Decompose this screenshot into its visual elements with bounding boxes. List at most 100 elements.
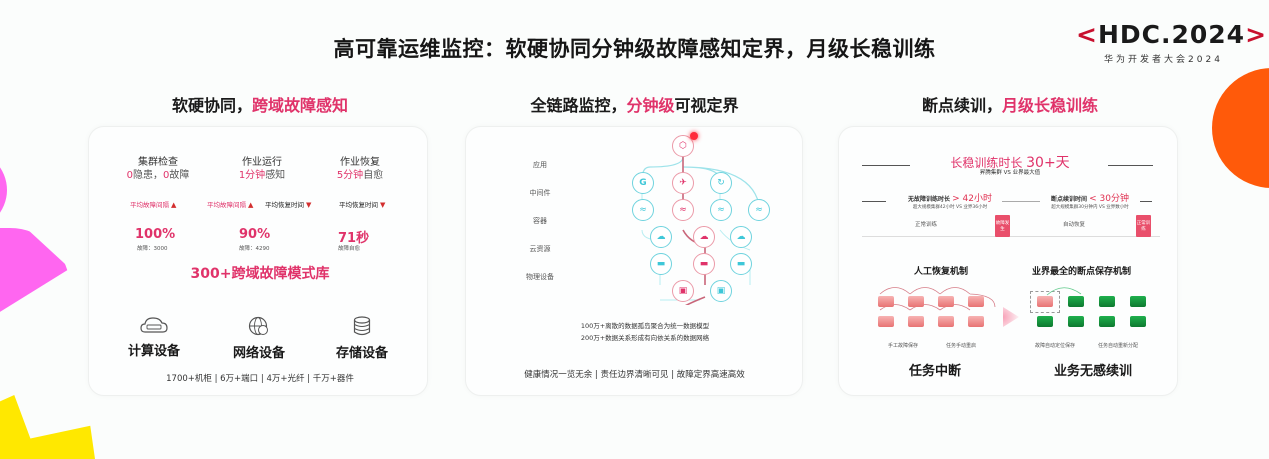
subtag-text: 平均故障间隔 xyxy=(207,201,246,209)
subtag-mtbf: 平均故障间隔▲ xyxy=(207,199,253,209)
alert-dot-icon xyxy=(690,132,698,140)
timeline-line xyxy=(862,201,886,202)
compare-no-fault-duration: 无故障训练时长 > 42小时 超大规模集群42小时 VS 业界36小时 xyxy=(880,191,1020,210)
device-label: 存储设备 xyxy=(335,346,388,361)
metric-value: 5分钟 xyxy=(336,170,364,181)
device-compute: 计算设备 xyxy=(109,316,199,359)
resource-node[interactable]: ▬ xyxy=(730,253,752,275)
phase-badge: 故障发生 xyxy=(995,215,1010,237)
metric-label: 集群检查 xyxy=(138,157,178,168)
section2-title-highlight: 分钟级 xyxy=(626,96,675,115)
fault-pattern-library: 300+跨域故障模式库 xyxy=(190,266,330,282)
metric-value: 1分钟 xyxy=(238,170,266,181)
container-node-faulty[interactable]: ≈ xyxy=(672,199,694,221)
resource-node[interactable]: ▬ xyxy=(650,253,672,275)
checkpoint-arc xyxy=(1046,287,1082,296)
timeline-line xyxy=(1140,201,1152,202)
logo-subtitle: 华为开发者大会2024 xyxy=(1104,55,1223,65)
subtag-mttr: 平均恢复时间▼ xyxy=(339,199,385,209)
metric-value: 0 xyxy=(126,170,133,181)
subtag-mtbf: 平均故障间隔▲ xyxy=(130,199,176,209)
section2-title-prefix: 全链路监控， xyxy=(530,96,627,115)
resource-node-faulty[interactable]: ▬ xyxy=(693,253,715,275)
task-block xyxy=(878,316,894,327)
metric-label: 作业恢复 xyxy=(340,157,380,168)
task-block-healthy xyxy=(1099,296,1115,307)
task-block xyxy=(908,316,924,327)
metric-text: 感知 xyxy=(265,170,286,181)
device-network: 网络设备 xyxy=(214,316,304,361)
cloud-node[interactable]: ☁ xyxy=(650,226,672,248)
device-storage: 存储设备 xyxy=(317,316,407,361)
metric-cluster-check: 集群检查 0隐患，0故障 xyxy=(118,156,198,182)
timeline-line xyxy=(1002,201,1040,202)
subtag-text: 平均故障间隔 xyxy=(130,201,169,209)
section2-title-suffix: 可视定界 xyxy=(674,96,739,115)
task-block xyxy=(908,296,924,307)
section3-card xyxy=(838,126,1178,396)
section3-title-prefix: 断点续训， xyxy=(921,96,1002,115)
subtag-mttr: 平均恢复时间▼ xyxy=(265,199,311,209)
middleware-node[interactable]: G xyxy=(632,172,654,194)
metric-job-running: 作业运行 1分钟感知 xyxy=(222,156,302,182)
device-label: 计算设备 xyxy=(127,344,180,359)
cloud-node-faulty[interactable]: ☁ xyxy=(693,226,715,248)
stat-note: 故障：4290 xyxy=(239,246,270,252)
timeline-line xyxy=(1108,165,1153,166)
manual-mechanism-title: 人工恢复机制 xyxy=(914,267,969,277)
manual-recovery-arcs xyxy=(879,287,996,311)
arrow-down-icon: ▼ xyxy=(306,201,312,209)
auto-caption: 任务自动重新分配 xyxy=(1098,343,1139,349)
stat-note: 故障：3000 xyxy=(137,246,168,252)
layer-label-physical: 物理设备 xyxy=(526,273,554,281)
layer-label-middleware: 中间件 xyxy=(529,189,551,197)
desc-line: 100万+离散的数据孤岛聚合为统一数据模型 xyxy=(580,322,710,330)
section3-title: 断点续训，月级长稳训练 xyxy=(840,92,1180,116)
cloud-node[interactable]: ☁ xyxy=(730,226,752,248)
timeline-line xyxy=(862,165,910,166)
logo-left-bracket: < xyxy=(1076,20,1098,49)
stat-note: 故障自愈 xyxy=(338,246,361,252)
container-node[interactable]: ≈ xyxy=(748,199,770,221)
task-block-faulty xyxy=(1037,296,1053,307)
physical-node[interactable]: ▣ xyxy=(710,280,732,302)
desc-line: 200万+数据关系形成有向依关系的数据网络 xyxy=(580,334,710,342)
page-title: 高可靠运维监控：软硬协同分钟级故障感知定界，月级长稳训练 xyxy=(333,37,936,61)
section1-title: 软硬协同，跨域故障感知 xyxy=(90,92,430,116)
arrow-up-icon: ▲ xyxy=(171,201,177,209)
section2-description: 100万+离散的数据孤岛聚合为统一数据模型 200万+数据关系形成有向依关系的数… xyxy=(500,320,790,344)
database-icon xyxy=(353,316,371,336)
checkpoint-highlight xyxy=(1030,291,1060,313)
task-block-healthy xyxy=(1130,296,1146,307)
phase-label: 正常训练 xyxy=(915,222,938,228)
task-block-healthy xyxy=(1068,296,1084,307)
metric-text: 隐患， xyxy=(133,170,163,181)
task-block xyxy=(938,316,954,327)
task-block-healthy xyxy=(1130,316,1146,327)
metric-label: 作业运行 xyxy=(242,157,282,168)
stat-value: 90% xyxy=(239,227,271,242)
task-block-healthy xyxy=(1099,316,1115,327)
container-node[interactable]: ≈ xyxy=(710,199,732,221)
arrow-up-icon: ▲ xyxy=(248,201,254,209)
section1-card xyxy=(88,126,428,396)
metric-text: 自愈 xyxy=(363,170,384,181)
globe-network-icon xyxy=(248,316,268,336)
middleware-node-faulty[interactable]: ✈ xyxy=(672,172,694,194)
manual-caption: 手工故障保存 xyxy=(888,343,919,349)
task-block-healthy xyxy=(1037,316,1053,327)
logo-right-bracket: > xyxy=(1245,20,1268,49)
section2-title: 全链路监控，分钟级可视定界 xyxy=(467,92,802,116)
subtag-text: 平均恢复时间 xyxy=(265,201,304,209)
layer-label-app: 应用 xyxy=(533,161,547,169)
container-node[interactable]: ≈ xyxy=(632,199,654,221)
phase-badge: 正常训练 xyxy=(1136,215,1151,237)
physical-node-faulty[interactable]: ▣ xyxy=(672,280,694,302)
middleware-node[interactable]: ↻ xyxy=(710,172,732,194)
training-duration-sub: 昇腾集群 VS 业界最大值 xyxy=(979,170,1041,176)
app-node-faulty[interactable]: ⬡ xyxy=(672,135,694,157)
section3-title-highlight: 月级长稳训练 xyxy=(1002,96,1099,115)
task-block xyxy=(968,296,984,307)
section1-footer: 1700+机柜 | 6万+端口 | 4万+光纤 | 千万+器件 xyxy=(166,374,354,384)
compare-title: 无故障训练时长 xyxy=(908,196,953,203)
